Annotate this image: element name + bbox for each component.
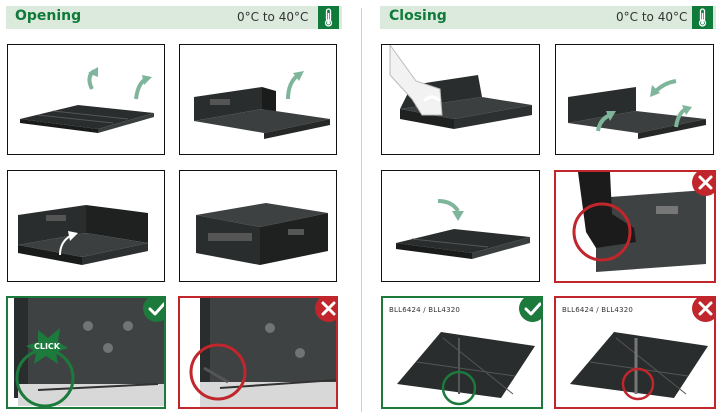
incorrect-latch-illustration <box>189 298 336 407</box>
crate-short-side-up-illustration <box>18 205 148 265</box>
opening-temperature: 0°C to 40°C <box>237 10 309 24</box>
opening-correct-example: CLICK <box>6 296 166 409</box>
cross-icon <box>692 172 714 196</box>
folded-crate-illustration <box>396 199 530 259</box>
closing-incorrect-example: BLL6424 / BLL4320 <box>554 296 716 409</box>
folding-sides-illustration <box>568 79 706 139</box>
opening-incorrect-example <box>178 296 338 409</box>
closing-header: Closing 0°C to 40°C <box>380 6 716 29</box>
correctly-folded-crate-illustration <box>397 332 535 406</box>
cross-icon <box>315 298 336 322</box>
thermometer-icon <box>692 6 713 29</box>
opening-step-4 <box>179 170 337 282</box>
crate-long-sides-up-illustration <box>194 71 330 139</box>
section-divider <box>361 8 362 412</box>
opening-title: Opening <box>15 8 82 24</box>
opening-step-2 <box>179 44 337 155</box>
cross-icon <box>692 298 714 322</box>
closing-step-1 <box>381 44 540 155</box>
click-label: CLICK <box>34 342 61 351</box>
closing-title: Closing <box>389 8 447 24</box>
assembled-crate-illustration <box>196 203 328 265</box>
incorrectly-folded-crate-illustration <box>570 332 708 401</box>
opening-step-1 <box>7 44 165 155</box>
model-label: BLL6424 / BLL4320 <box>389 306 461 314</box>
opening-step-3 <box>7 170 165 282</box>
closing-step-2 <box>555 44 714 155</box>
foot-on-crate-illustration <box>572 172 706 272</box>
model-label: BLL6424 / BLL4320 <box>562 306 634 314</box>
thermometer-icon <box>318 6 339 29</box>
closing-incorrect-step <box>554 170 716 283</box>
click-detail-illustration: CLICK <box>14 298 164 407</box>
closing-correct-example: BLL6424 / BLL4320 <box>381 296 543 409</box>
check-icon <box>143 298 164 322</box>
closing-temperature: 0°C to 40°C <box>616 10 688 24</box>
flat-crate-illustration <box>20 67 154 133</box>
check-icon <box>519 298 541 322</box>
opening-header: Opening 0°C to 40°C <box>6 6 342 29</box>
hand-folding-crate-illustration <box>389 45 532 129</box>
closing-step-3 <box>381 170 540 282</box>
